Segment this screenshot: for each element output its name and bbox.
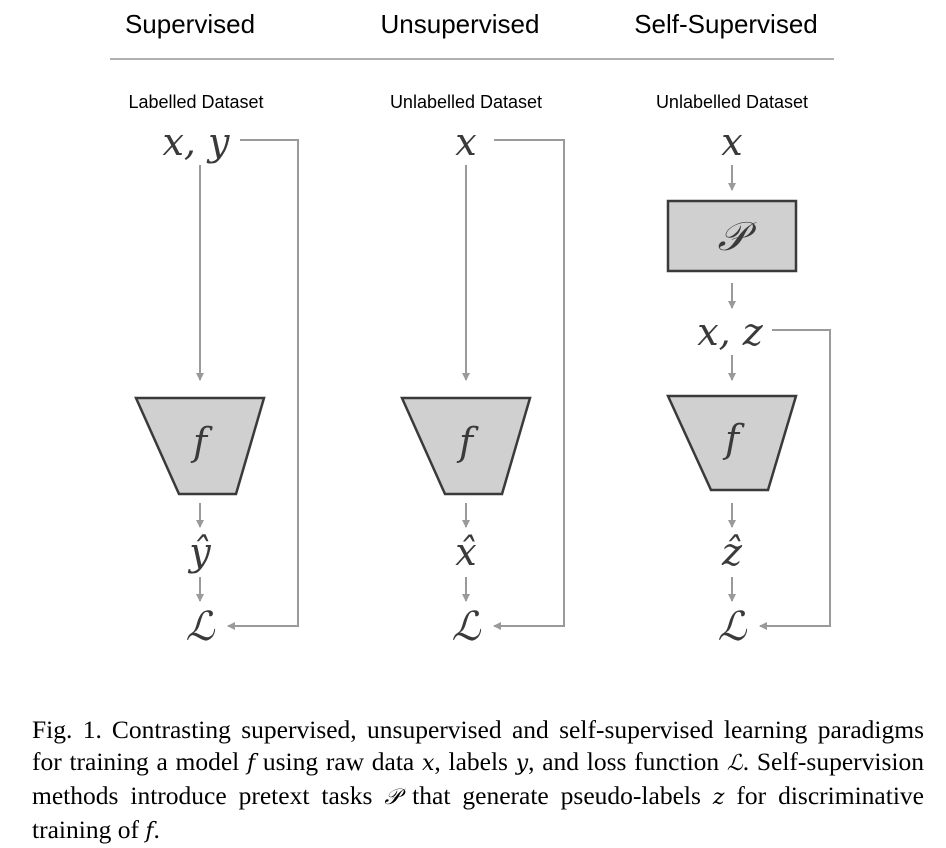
caption-text: Contrasting supervised, unsupervised and… bbox=[32, 714, 924, 776]
caption-text: for discriminative training of bbox=[32, 780, 924, 844]
caption-math-y: y bbox=[515, 750, 529, 776]
pretext-task-box bbox=[666, 199, 798, 273]
caption-math-loss: ℒ bbox=[726, 750, 743, 776]
paradigm-diagram: Supervised Unsupervised Self-Supervised … bbox=[110, 9, 834, 650]
unsupervised-input-feedback-arrow bbox=[493, 139, 565, 630]
header-unsupervised: Unsupervised bbox=[381, 9, 540, 39]
self-supervised-column: x 𝒫 x, z f ẑ ℒ bbox=[666, 120, 831, 650]
caption-math-z: z bbox=[712, 784, 725, 810]
self-supervised-input-symbol: x bbox=[721, 120, 742, 164]
supervised-loss-symbol: ℒ bbox=[186, 604, 216, 650]
unsupervised-model-trapezoid bbox=[400, 396, 532, 496]
self-supervised-prediction-symbol: ẑ bbox=[721, 530, 743, 574]
caption-text: . bbox=[153, 814, 160, 844]
unsupervised-loss-symbol: ℒ bbox=[452, 604, 482, 650]
caption-math-f: f bbox=[145, 818, 154, 844]
dataset-label-supervised: Labelled Dataset bbox=[128, 92, 263, 112]
caption-text: using raw data bbox=[255, 746, 422, 776]
supervised-model-trapezoid bbox=[134, 396, 266, 496]
header-supervised: Supervised bbox=[125, 9, 255, 39]
header-self-supervised: Self-Supervised bbox=[634, 9, 818, 39]
figure-caption: Fig. 1.Contrasting supervised, unsupervi… bbox=[32, 714, 924, 848]
caption-text: , labels bbox=[434, 746, 516, 776]
unsupervised-column: x f x̂ ℒ bbox=[400, 120, 565, 650]
caption-text: that generate pseudo-labels bbox=[400, 780, 713, 810]
caption-math-x: x bbox=[421, 750, 435, 776]
self-supervised-loss-symbol: ℒ bbox=[718, 604, 748, 650]
self-supervised-pseudo-feedback-arrow bbox=[759, 329, 831, 630]
caption-math-f: f bbox=[246, 750, 256, 776]
unsupervised-input-symbol: x bbox=[455, 120, 476, 164]
supervised-input-symbol: x, y bbox=[162, 120, 230, 164]
figure-label: Fig. 1. bbox=[32, 714, 102, 744]
self-supervised-model-trapezoid bbox=[666, 394, 798, 492]
supervised-label-feedback-arrow bbox=[227, 139, 299, 630]
supervised-prediction-symbol: ŷ bbox=[187, 530, 211, 574]
caption-text: , and loss function bbox=[528, 746, 727, 776]
caption-math-pretext: 𝒫 bbox=[384, 784, 401, 810]
caption-text: . Self-supervision methods introduce pre… bbox=[32, 746, 924, 810]
dataset-label-unsupervised: Unlabelled Dataset bbox=[390, 92, 542, 112]
unsupervised-reconstruction-symbol: x̂ bbox=[455, 530, 476, 574]
supervised-column: x, y f ŷ ℒ bbox=[134, 120, 299, 650]
self-supervised-pseudo-label-symbol: x, z bbox=[697, 310, 764, 354]
dataset-label-self-supervised: Unlabelled Dataset bbox=[656, 92, 808, 112]
